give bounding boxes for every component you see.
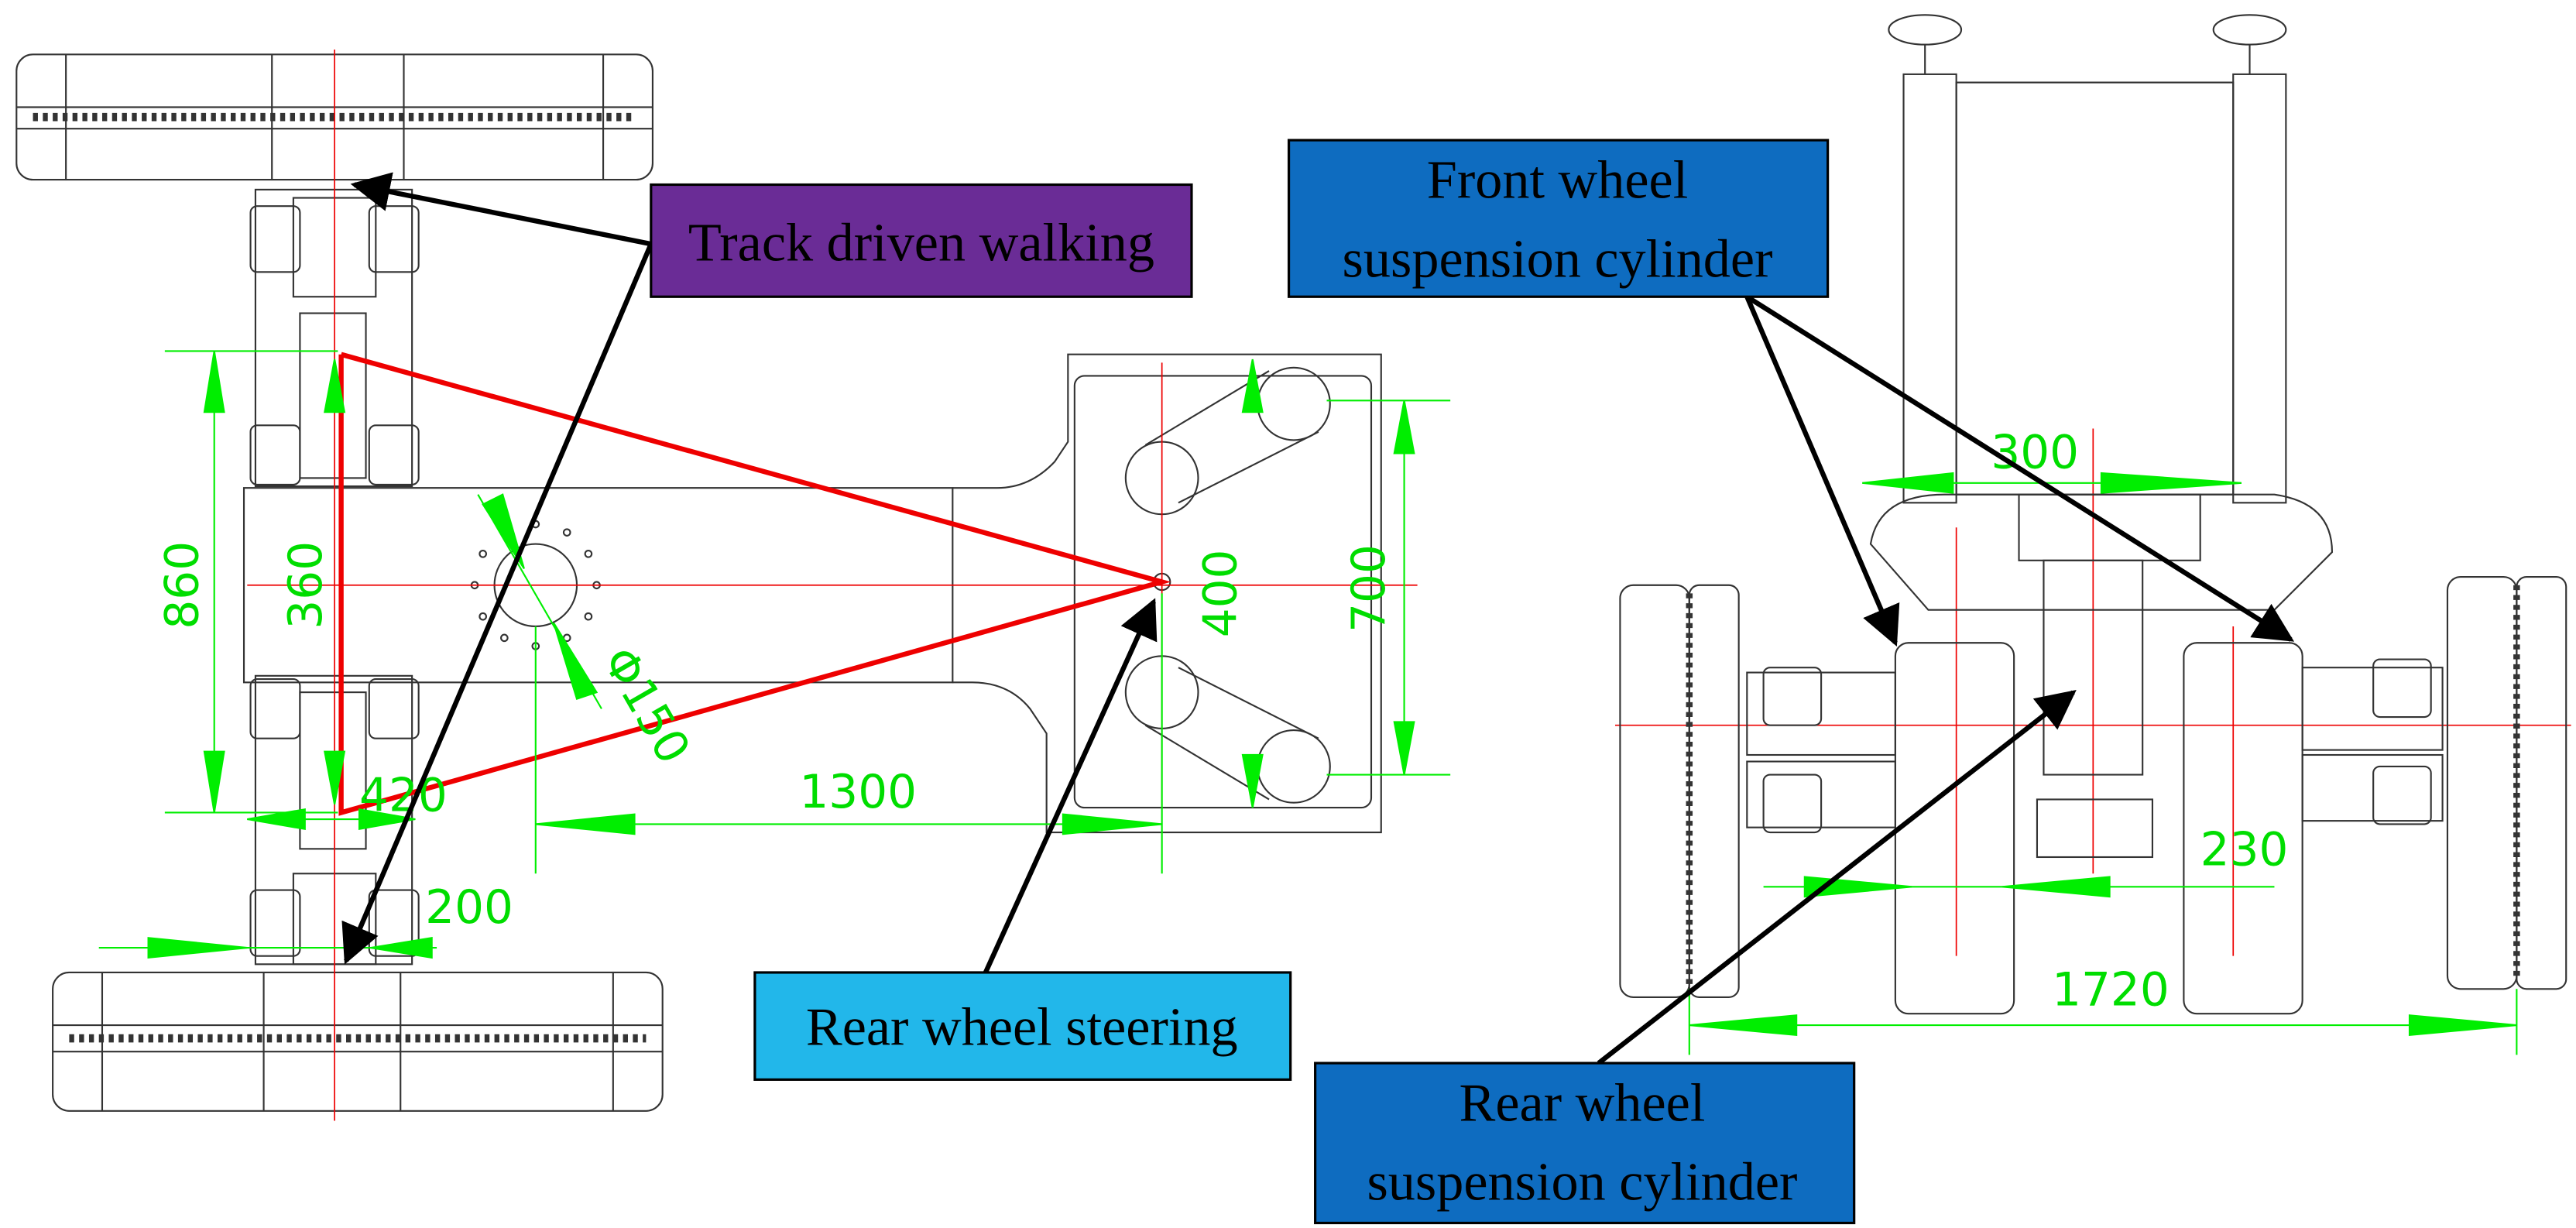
track-label-text: Track driven walking (688, 212, 1154, 273)
rear-susp-line1: Rear wheel (1460, 1073, 1706, 1134)
dim-1300: 1300 (799, 766, 917, 819)
dim-1720: 1720 (2052, 964, 2170, 1017)
bolt-circle (470, 520, 601, 650)
dim-860: 860 (156, 541, 209, 629)
steering-triangle (338, 352, 1171, 816)
dim-300: 300 (1991, 427, 2079, 480)
dim-700: 700 (1343, 544, 1396, 633)
dimension-lines (98, 350, 2518, 1055)
dimension-texts: 860 360 420 1300 400 700 200 Φ150 300 23… (156, 427, 2288, 1017)
rear-susp-line2: suspension cylinder (1367, 1152, 1797, 1213)
rear-view-drawing (1619, 14, 2567, 1015)
bottom-track (52, 971, 664, 1112)
front-susp-line2: suspension cylinder (1343, 229, 1773, 290)
dim-200: 200 (425, 881, 513, 935)
label-track-driven: Track driven walking (650, 183, 1193, 298)
rear-steering-label-text: Rear wheel steering (806, 997, 1238, 1058)
label-front-suspension: Front wheel suspension cylinder (1287, 139, 1830, 298)
dim-400: 400 (1194, 550, 1247, 638)
dim-360: 360 (280, 541, 333, 629)
dim-230: 230 (2200, 824, 2289, 877)
dim-phi150: Φ150 (592, 639, 700, 774)
label-rear-steering: Rear wheel steering (753, 971, 1292, 1081)
label-rear-suspension: Rear wheel suspension cylinder (1314, 1062, 1856, 1225)
front-susp-line1: Front wheel (1427, 150, 1688, 211)
leader-arrows (341, 172, 2295, 1065)
dim-420: 420 (359, 769, 448, 822)
